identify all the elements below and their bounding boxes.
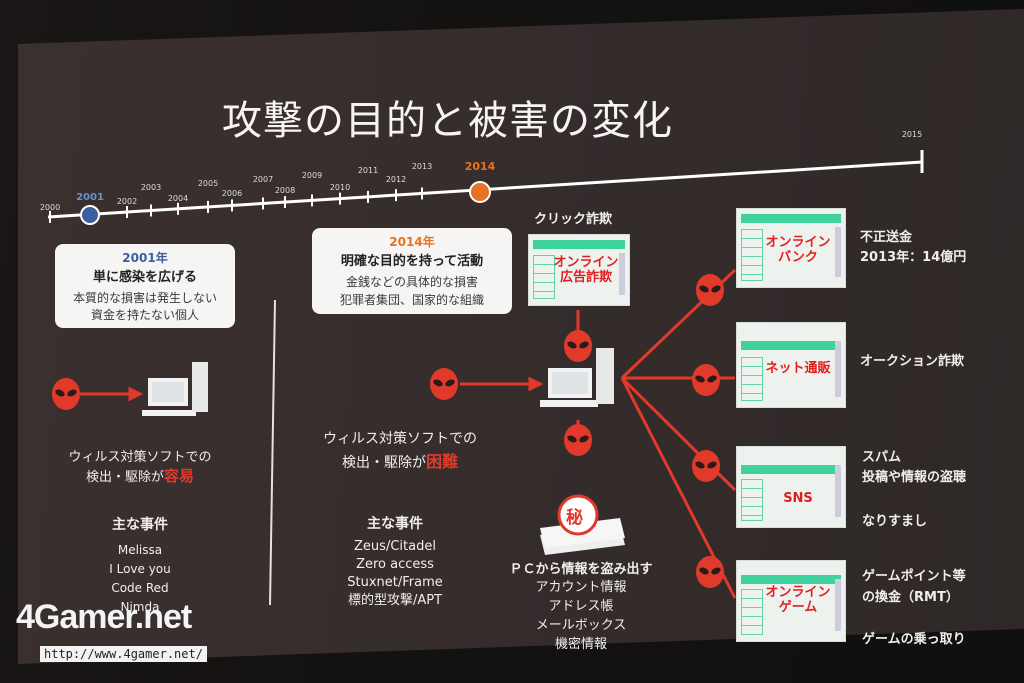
incident-item: Zeus/Citadel: [354, 539, 436, 554]
right-av-text: ウィルス対策ソフトでの 検出・駆除が困難: [305, 428, 495, 472]
computer-icon: [540, 348, 614, 407]
target-desc: 2013年：14億円: [860, 250, 967, 265]
theft-list: アカウント情報 アドレス帳 メールボックス 機密情報: [496, 578, 666, 654]
alien-icon: [564, 424, 592, 456]
timeline-year-label: 2013: [411, 162, 433, 171]
incident-item: Code Red: [111, 581, 169, 595]
timeline-year-label: 2003: [140, 183, 162, 192]
target-desc: スパム: [862, 450, 902, 465]
pane-online-bank-text: オンライン バンク: [765, 235, 831, 265]
target-desc: オークション詐欺: [860, 354, 965, 369]
timeline-year-label: 2004: [167, 194, 189, 203]
target-desc: ゲームの乗っ取り: [862, 632, 966, 647]
pane-click-fraud: オンライン 広告詐欺: [528, 234, 630, 306]
timeline-year-label: 2015: [901, 130, 923, 139]
left-av-emphasis: 容易: [164, 467, 195, 485]
timeline-year-label: 2012: [385, 175, 407, 184]
alien-icon: [52, 378, 80, 410]
incident-item: 標的型攻撃/APT: [347, 593, 443, 608]
right-av-emphasis: 困難: [425, 452, 458, 471]
watermark-logo: 4Gamer.net: [16, 598, 192, 636]
timeline-year-label: 2006: [221, 189, 243, 198]
pane-sns-text: SNS: [783, 491, 813, 506]
left-av-text: ウィルス対策ソフトでの 検出・駆除が容易: [55, 446, 225, 486]
timeline-year-label: 2002: [116, 197, 138, 206]
theft-heading: ＰＣから情報を盗み出す: [509, 562, 653, 577]
theft-item: メールボックス: [535, 618, 627, 633]
box-2001-heading: 単に感染を広げる: [92, 270, 197, 285]
incident-item: Melissa: [117, 543, 163, 557]
box-2014-year: 2014年: [389, 235, 435, 249]
timeline-year-label: 2010: [329, 183, 351, 192]
watermark-url: http://www.4gamer.net/: [40, 646, 207, 662]
target-sns-desc: スパム 投稿や情報の盗聴: [862, 448, 966, 488]
click-fraud-label: クリック詐欺: [534, 212, 613, 227]
timeline-year-label: 2009: [301, 171, 323, 180]
alien-icon: [692, 450, 720, 482]
left-incidents-heading: 主な事件: [112, 517, 168, 533]
target-desc: ゲームポイント等: [862, 569, 966, 584]
right-av-line2: 検出・駆除が: [341, 455, 426, 471]
box-2001-line2: 資金を持たない個人: [90, 308, 199, 322]
timeline-year-label: 2000: [39, 203, 61, 212]
slide-title: 攻撃の目的と被害の変化: [222, 98, 673, 144]
alien-icon: [696, 556, 724, 588]
target-desc: の換金（RMT）: [862, 590, 959, 605]
pane-online-game-text: オンライン ゲーム: [765, 585, 831, 615]
alien-icon: [430, 368, 458, 400]
target-desc: 投稿や情報の盗聴: [862, 470, 967, 485]
pane-online-bank: オンライン バンク: [736, 208, 846, 288]
computer-icon: [142, 362, 208, 416]
alien-icon: [564, 330, 592, 362]
incident-item: Stuxnet/Frame: [347, 575, 443, 590]
target-desc: なりすまし: [862, 514, 928, 529]
timeline-year-label: 2005: [197, 179, 219, 188]
secret-documents-icon: [540, 494, 625, 555]
marker-2001: [80, 205, 100, 225]
timeline-year-label: 2011: [357, 166, 379, 175]
box-2014-line1: 金銭などの具体的な損害: [345, 275, 478, 289]
pane-click-fraud-text: オンライン 広告詐欺: [553, 255, 619, 285]
pane-net-shop: ネット通販: [736, 322, 846, 408]
target-desc: 不正送金: [860, 230, 913, 245]
target-bank-desc: 不正送金 2013年：14億円: [860, 228, 966, 268]
pane-sns: SNS: [736, 446, 846, 528]
secret-stamp: 秘: [566, 508, 583, 528]
alien-icon: [692, 364, 720, 396]
theft-item: アカウント情報: [535, 580, 627, 595]
pane-net-shop-text: ネット通販: [765, 361, 831, 376]
incident-item: Nimda: [120, 600, 160, 614]
theft-item: アドレス帳: [548, 599, 614, 614]
alien-icon: [696, 274, 724, 306]
left-av-line1: ウィルス対策ソフトでの: [68, 450, 212, 465]
incident-item: I Love you: [109, 562, 171, 576]
pane-online-game: オンライン ゲーム: [736, 560, 846, 642]
timeline-year-label: 2007: [252, 175, 274, 184]
right-incidents-list: Zeus/Citadel Zero access Stuxnet/Frame 標…: [320, 538, 470, 610]
right-incidents-heading: 主な事件: [367, 516, 423, 532]
box-2014-heading: 明確な目的を持って活動: [340, 254, 484, 269]
timeline-year-label: 2008: [274, 186, 296, 195]
target-game-desc: ゲームポイント等 の換金（RMT）: [862, 566, 966, 608]
timeline-year-label: 2001: [76, 192, 104, 203]
left-incidents-list: Melissa I Love you Code Red Nimda: [65, 541, 215, 617]
box-2014: 2014年 明確な目的を持って活動 金銭などの具体的な損害 犯罪者集団、国家的な…: [312, 228, 512, 314]
right-av-line1: ウィルス対策ソフトでの: [323, 431, 477, 447]
box-2001-line1: 本質的な損害は発生しない: [72, 291, 217, 305]
box-2014-line2: 犯罪者集団、国家的な組織: [339, 293, 484, 307]
incident-item: Zero access: [356, 557, 434, 572]
box-2001-year: 2001年: [122, 251, 168, 265]
theft-item: 機密情報: [554, 637, 607, 652]
marker-2014: [469, 181, 491, 203]
timeline-year-label: 2014: [464, 160, 496, 173]
left-av-line2: 検出・駆除が: [85, 470, 164, 485]
box-2001: 2001年 単に感染を広げる 本質的な損害は発生しない 資金を持たない個人: [55, 244, 235, 328]
